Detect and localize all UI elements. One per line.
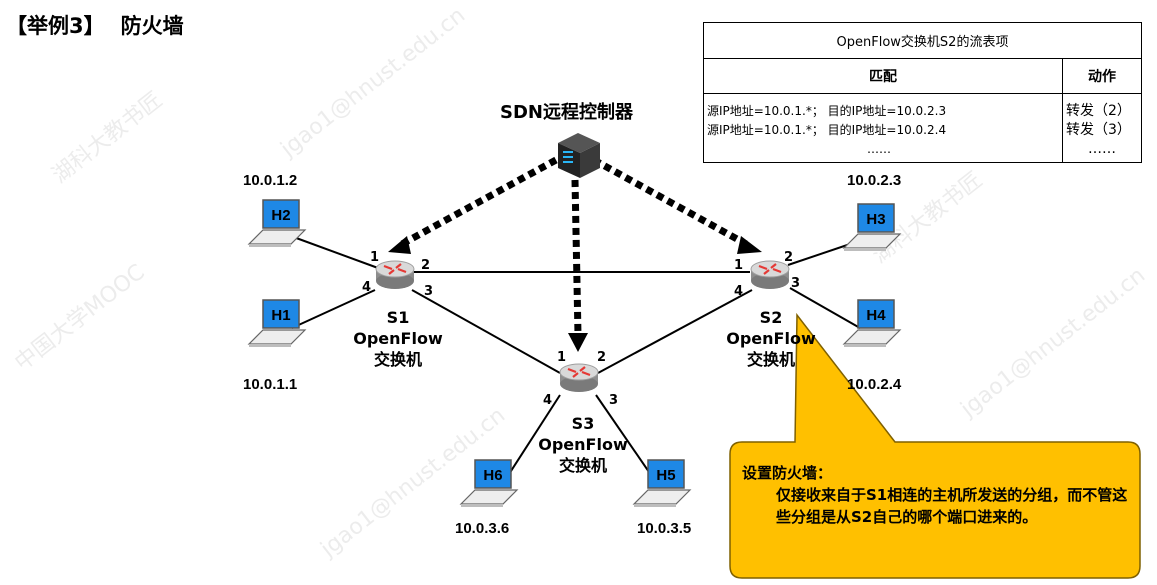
s3-port-1: 1 [557,350,567,365]
controller-arrowheads [388,236,762,352]
flow-table: OpenFlow交换机S2的流表项 匹配 动作 源IP地址=10.0.1.*； … [703,22,1142,163]
flow-row-match: 源IP地址=10.0.1.*； 目的IP地址=10.0.2.4 [707,123,947,137]
controller-links [400,156,748,336]
flow-table-match-header: 匹配 [703,58,1063,94]
h5-ip: 10.0.3.5 [637,520,692,537]
arrowhead-s2 [737,236,762,254]
s1-port-4: 4 [362,280,372,295]
laptop-icon: H3 [842,203,902,251]
router-icon [750,260,790,289]
host-label: H6 [483,467,502,484]
flow-row-action: 转发（3） [1066,122,1131,138]
s1-port-1: 1 [370,250,380,265]
example-label: 【举例3】 [6,14,105,38]
flow-table-action-header: 动作 [1062,58,1142,94]
s3-port-2: 2 [597,350,607,365]
s3-port-4: 4 [543,393,553,408]
arrowhead-s1 [388,236,411,254]
laptop-icon: H6 [459,459,519,507]
router-icon [375,260,415,289]
s2-port-2: 2 [784,250,794,265]
callout-heading: 设置防火墙： [742,464,833,482]
controller-label: SDN远程控制器 [500,102,633,123]
ctrl-to-s2-arrow [592,156,748,248]
h3-ip: 10.0.2.3 [847,172,902,189]
host-label: H4 [866,307,886,324]
topic-label: 防火墙 [120,14,184,38]
h1-ip: 10.0.1.1 [243,376,298,393]
s2-port-4: 4 [734,284,744,299]
h2-ip: 10.0.1.2 [243,172,298,189]
laptop-icon: H2 [247,199,307,247]
link-s2-s3 [597,289,753,374]
flow-row-action: …… [1088,141,1116,157]
page-title: 【举例3】防火墙 [6,10,184,40]
flow-table-match-cell: 源IP地址=10.0.1.*； 目的IP地址=10.0.2.3 源IP地址=10… [703,93,1063,163]
host-label: H1 [271,307,290,324]
link-s1-s3 [411,289,561,374]
host-label: H5 [656,467,675,484]
callout-shape [729,312,1141,579]
callout-text: 设置防火墙： 仅接收来自于S1相连的主机所发送的分组，而不管这些分组是从S2自己… [742,462,1132,528]
flow-table-title: OpenFlow交换机S2的流表项 [703,22,1142,59]
flow-table-action-cell: 转发（2） 转发（3） …… [1062,93,1142,163]
server-icon [558,133,600,178]
s2-port-3: 3 [791,276,801,291]
flow-row-action: 转发（2） [1066,103,1131,119]
host-label: H3 [866,211,885,228]
host-label: H2 [271,207,290,224]
flow-row-match: 源IP地址=10.0.1.*； 目的IP地址=10.0.2.3 [707,104,947,118]
s2-port-1: 1 [734,258,744,273]
router-icon [559,363,599,392]
laptop-icon: H5 [632,459,692,507]
link-s2-h4 [789,287,861,329]
laptop-icon: H1 [247,299,307,347]
flow-row-match: …… [867,142,891,156]
s1-port-3: 3 [424,284,434,299]
laptop-icon: H4 [842,299,902,347]
ctrl-to-s3-arrow [571,179,582,336]
s3-port-3: 3 [609,393,619,408]
callout-body: 仅接收来自于S1相连的主机所发送的分组，而不管这些分组是从S2自己的哪个端口进来… [776,486,1128,526]
s1-port-2: 2 [421,258,431,273]
link-s1-h2 [287,234,379,269]
ctrl-to-s1-arrow [400,156,558,248]
h6-ip: 10.0.3.6 [455,520,510,537]
link-s1-h1 [291,289,376,329]
arrowhead-s3 [568,333,588,352]
h4-ip: 10.0.2.4 [847,376,902,393]
